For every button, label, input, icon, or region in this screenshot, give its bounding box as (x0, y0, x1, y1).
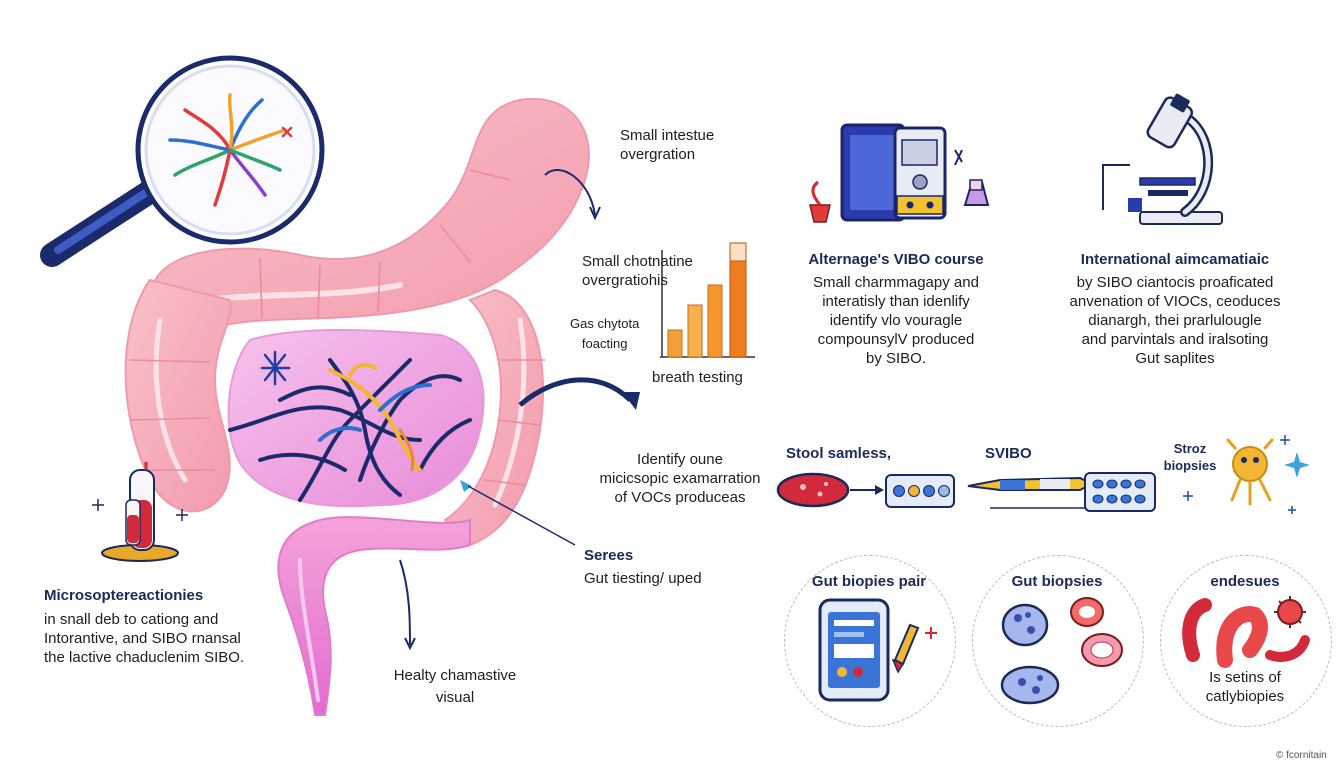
label-line: identify vlo vouragle (829, 312, 963, 329)
label-healty: Healty chamastive visual (380, 666, 530, 707)
sample-tray-icon (885, 474, 955, 508)
label-gut-biopsies-pair: Gut biopies pair (811, 573, 927, 590)
large-intestine (124, 97, 590, 547)
label-line: overgratiohis (582, 272, 668, 289)
label-endesues: endesues (1210, 573, 1280, 590)
label-gut-biopsies: Gut biopsies (1011, 573, 1103, 590)
label-line: foacting (581, 336, 628, 351)
label-line: of VOCs produceas (614, 489, 746, 506)
label-line: anvenation of VIOCs, ceoduces (1069, 293, 1281, 310)
label-line: Healty chamastive (393, 667, 517, 684)
label-line: Gut tiesting/ uped (584, 570, 702, 587)
label-line: by SIBO. (865, 350, 927, 367)
label-gas-chytota: Gas chytota foacting (570, 314, 639, 354)
stool-sample-icon (776, 472, 850, 508)
sparkle-icon (1183, 435, 1310, 514)
label-serees: Serees Gut tiesting/ uped (584, 546, 702, 588)
magnifier-icon (40, 55, 325, 267)
microscope-icon (1102, 93, 1223, 225)
label-line: dianargh, thei prarlulougle (1088, 312, 1262, 329)
label-alternage: Alternage's VIBO course Small charmmagap… (790, 250, 1002, 368)
label-micro: Microsoptereactionies in snall deb to ca… (44, 586, 244, 667)
label-line: Stroz (1173, 441, 1207, 456)
label-line: Gut saplites (1135, 350, 1215, 367)
label-line: the lactive chaduclenim SIBO. (44, 649, 245, 666)
label-line: Small chotnatine (582, 253, 693, 270)
label-line: in snall deb to cationg and (44, 611, 219, 628)
circle-endesues (1160, 555, 1332, 727)
arrow-icon (399, 169, 640, 651)
label-line: Identify oune (637, 451, 723, 468)
label-line: catlybiopies (1205, 688, 1285, 705)
label-line: Small intestue (620, 127, 715, 144)
label-line: and parvintals and iralsoting (1081, 331, 1269, 348)
label-line: compounsylV produced (817, 331, 975, 348)
circle-gut-biopsies-pair (784, 555, 956, 727)
breath-test-chart (660, 242, 755, 358)
label-stool: Stool samless, (786, 445, 892, 462)
label-small-intestine-overgrowth: Small intestue overgration (620, 126, 714, 164)
label-stroz: Stroz biopsies (1160, 440, 1220, 474)
label-svibo: SVIBO (985, 445, 1032, 462)
label-international: International aimcamatiaic by SIBO ciant… (1055, 250, 1295, 368)
label-line: overgration (620, 146, 696, 163)
label-line: biopsies (1163, 458, 1217, 473)
label-line: Small charmmagapy and (813, 274, 979, 291)
pointer-line (467, 485, 576, 546)
label-title: Microsoptereactionies (44, 587, 204, 604)
label-line: by SIBO ciantocis proaficated (1076, 274, 1274, 291)
footer-credit: © fcornitain (1276, 750, 1327, 761)
arrow-icon (460, 480, 472, 492)
label-line: micicsopic examarration (599, 470, 761, 487)
arrow-icon (850, 485, 884, 495)
pipette-icon (967, 476, 1095, 509)
label-line: visual (435, 689, 475, 706)
lab-machine-icon (809, 123, 990, 223)
circle-gut-biopsies (972, 555, 1144, 727)
label-line: Intorantive, and SIBO rnansal (44, 630, 241, 647)
test-tube-icon (92, 462, 188, 562)
bacteria-cluster (228, 358, 472, 502)
label-title: Alternage's VIBO course (808, 251, 984, 268)
sparkle-icon (260, 350, 291, 386)
sample-tray-icon (1084, 472, 1156, 512)
label-line: Serees (584, 547, 634, 564)
label-line: Gas chytota (570, 316, 640, 331)
label-line: Is setins of (1209, 669, 1281, 686)
label-is-setins: Is setins of catlybiopies (1160, 668, 1330, 706)
label-breath-testing: breath testing (652, 369, 743, 386)
label-title: International aimcamatiaic (1080, 251, 1270, 268)
bacterium-icon (1226, 438, 1274, 506)
rectum (277, 516, 471, 716)
label-identify: Identify oune micicsopic examarration of… (590, 450, 770, 507)
label-small-chotnatine: Small chotnatine overgratiohis (582, 252, 693, 290)
label-line: interatisly than idenlify (822, 293, 970, 310)
